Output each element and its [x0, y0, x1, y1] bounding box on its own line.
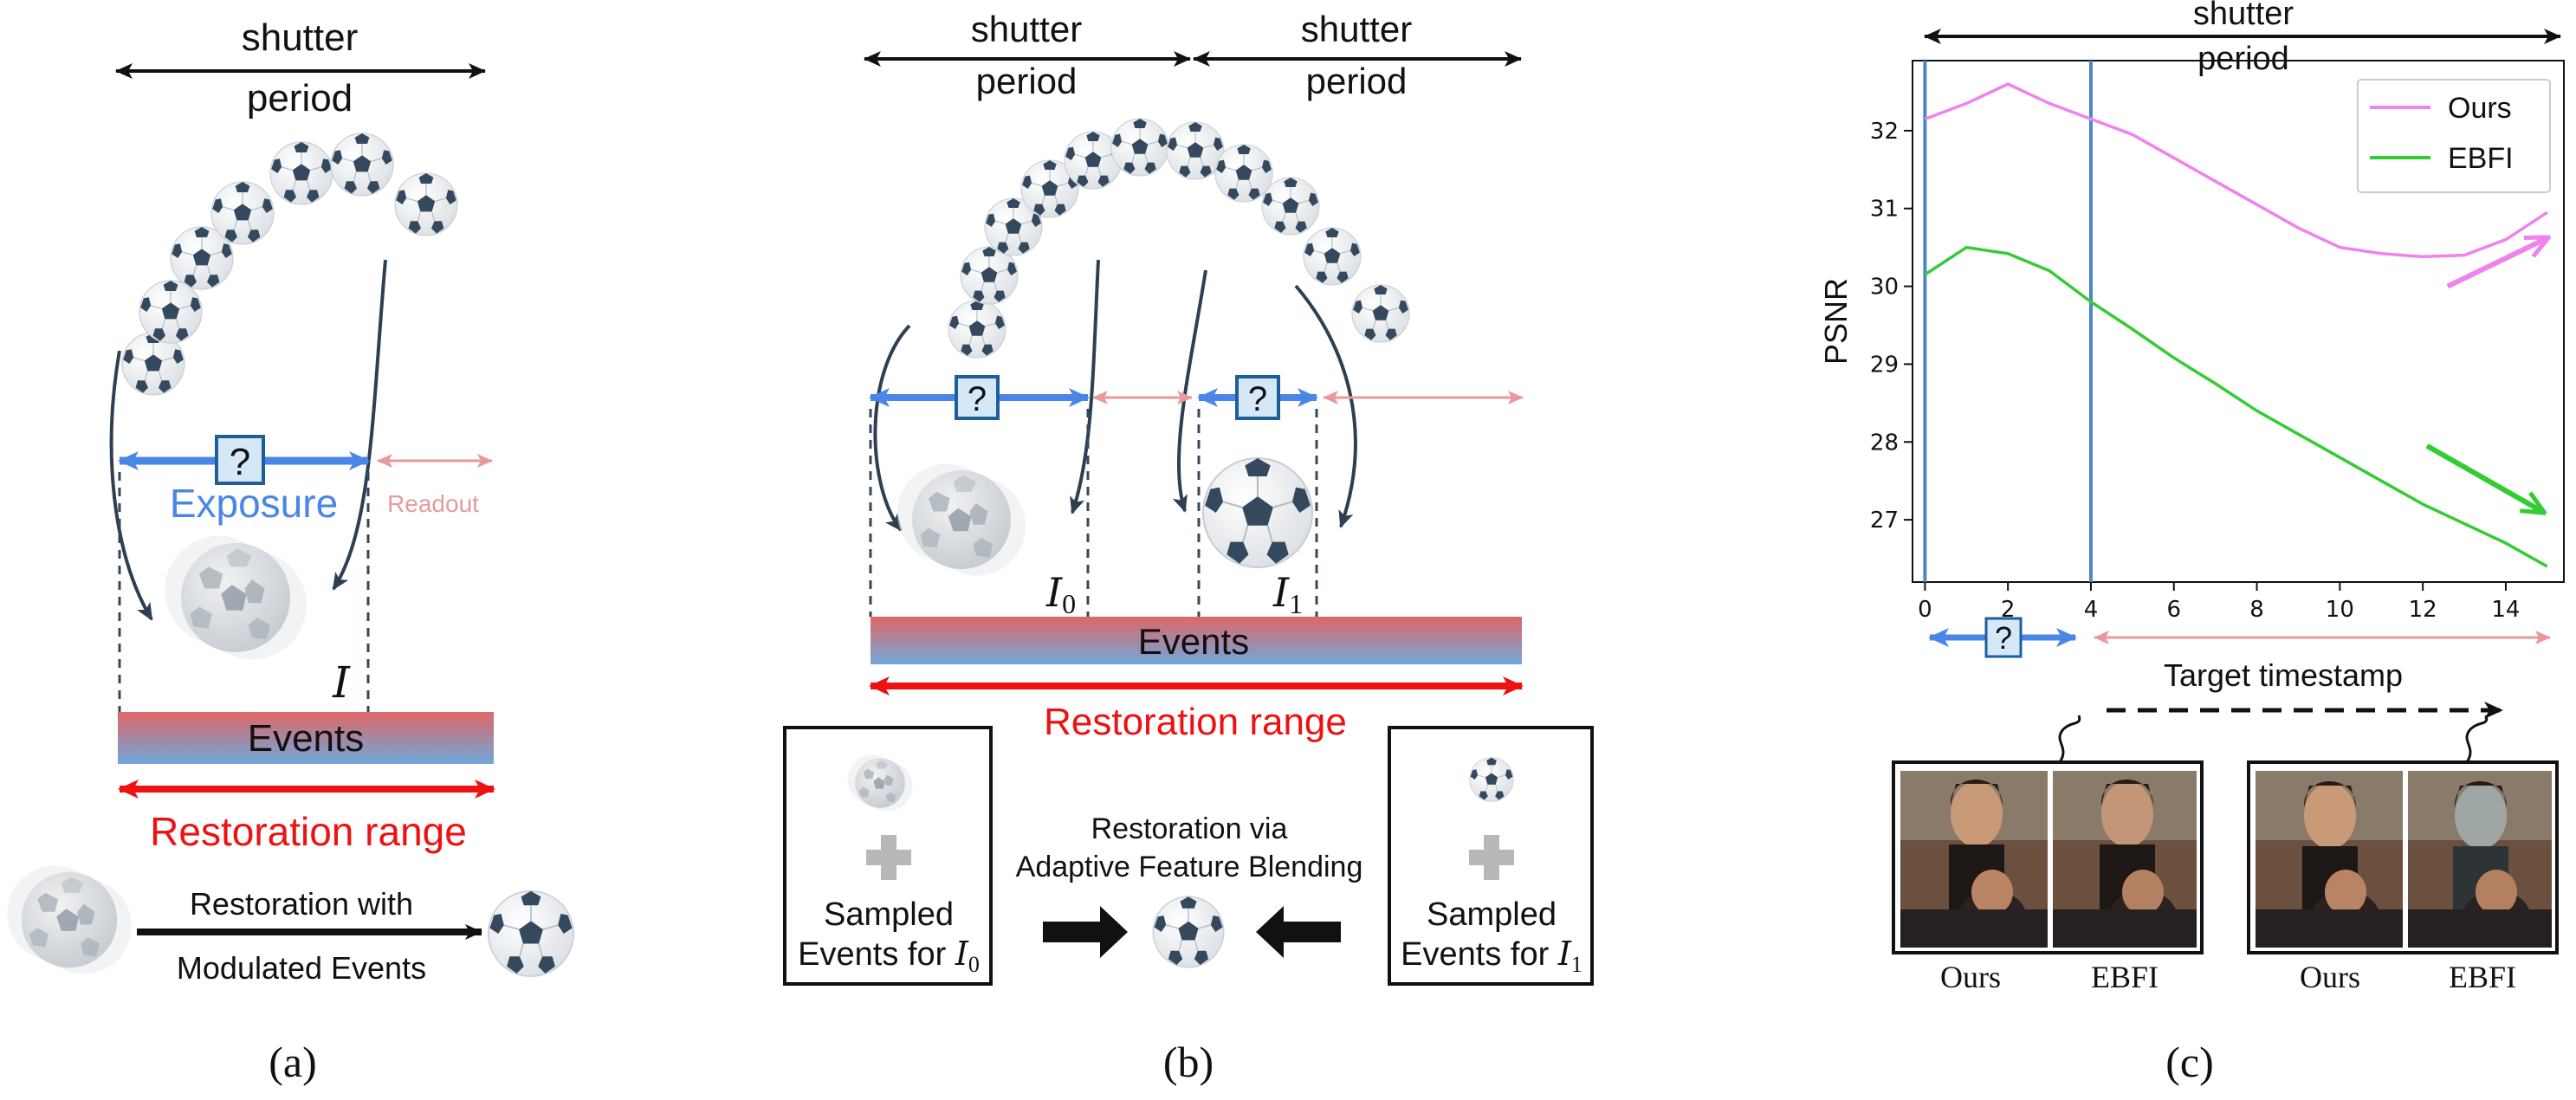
sampled-events-box-right: Sampled Events for I1	[1388, 726, 1594, 986]
shutter-label-c-line1: shutter	[2193, 0, 2294, 32]
question-mark-c: ?	[1995, 620, 2012, 656]
pointer-left	[2058, 715, 2081, 763]
x-tick-label: 10	[2326, 597, 2354, 623]
capture-arrow-b3	[1172, 269, 1207, 513]
y-tick-label: 29	[1870, 352, 1899, 378]
panel-c: shutter period 0 2 4 6 8 10 12 14 27 28 29 30 31 32PS…	[1818, 0, 2565, 1086]
events-label: Events	[248, 717, 365, 760]
capture-arrow-left	[109, 350, 153, 621]
restoration-range-label-b: Restoration range	[1044, 701, 1347, 743]
thumb-label-ebfi-2: EBFI	[2449, 960, 2516, 994]
capture-arrow-right	[332, 259, 387, 591]
question-mark-left: ?	[968, 380, 987, 418]
restored-ball	[1152, 896, 1225, 968]
shutter-left-line1: shutter	[971, 9, 1082, 49]
frame-label-i1: I1	[1272, 569, 1303, 619]
question-box-c	[1984, 617, 2023, 658]
panel-a-caption: (a)	[269, 1038, 317, 1086]
trend-arrow-ours	[2446, 238, 2547, 289]
capture-arrow-b1	[873, 324, 911, 532]
thumb-ours-2	[2256, 771, 2403, 948]
blend-arrow-left	[1043, 906, 1128, 958]
sharp-frame-i1	[1201, 456, 1314, 569]
y-tick-label: 32	[1870, 119, 1899, 145]
exposure-label: Exposure	[170, 481, 338, 526]
plus-icon	[866, 835, 911, 880]
events-label-b: Events	[1138, 621, 1249, 662]
question-box	[215, 435, 265, 485]
y-tick-label: 31	[1870, 197, 1899, 223]
frame-label-i0: I0	[1045, 569, 1076, 619]
x-tick-label: 8	[2249, 597, 2264, 623]
x-tick-label: 4	[2084, 597, 2099, 623]
y-axis-label: PSNR	[1818, 278, 1854, 365]
restoration-label-line1: Restoration with	[190, 886, 413, 922]
legend-label: Ours	[2448, 92, 2512, 125]
box-right-line1: Sampled	[1427, 896, 1557, 933]
shutter-right-line1: shutter	[1301, 9, 1412, 49]
ball-trajectory-b	[948, 118, 1410, 359]
shutter-left-line2: period	[976, 61, 1078, 101]
question-box-left	[955, 375, 1000, 420]
input-blurred-ball	[7, 865, 132, 974]
panel-b: shutter period shutter period ? ?	[783, 9, 1594, 1086]
y-tick-label: 27	[1870, 508, 1899, 534]
events-bar-b	[871, 617, 1522, 664]
box-left-line2: Events for I0	[798, 935, 980, 977]
box-right-line2: Events for I1	[1401, 935, 1582, 977]
thumb-label-ours-1: Ours	[1940, 960, 2001, 994]
plus-icon	[1469, 835, 1514, 880]
panel-a: shutter period ? Exposure Readout I Even…	[7, 16, 575, 1086]
output-sharp-ball	[487, 890, 575, 978]
x-tick-label: 14	[2491, 597, 2520, 623]
frame-label-i: I	[332, 657, 351, 708]
thumb-label-ours-2: Ours	[2300, 960, 2360, 994]
restoration-label-line2: Modulated Events	[177, 950, 426, 986]
thumbnail-group-right	[2247, 760, 2559, 954]
blend-label-line1: Restoration via	[1091, 812, 1288, 845]
series-line-ours	[1924, 82, 2548, 259]
blurred-frame-i	[165, 535, 307, 660]
readout-label: Readout	[387, 490, 479, 517]
thumb-ebfi-1	[2053, 771, 2197, 948]
x-tick-label: 12	[2409, 597, 2437, 623]
question-mark-right: ?	[1248, 380, 1267, 418]
trend-arrow-ebfi	[2425, 443, 2543, 512]
shutter-label-line2: period	[247, 77, 353, 120]
blend-arrow-right	[1256, 906, 1341, 958]
capture-arrow-b2	[1070, 259, 1100, 514]
blend-label-line2: Adaptive Feature Blending	[1016, 851, 1363, 883]
shutter-label-line1: shutter	[242, 16, 359, 59]
thumb-label-ebfi-1: EBFI	[2091, 960, 2159, 994]
box-left-line1: Sampled	[824, 896, 954, 933]
y-tick-label: 28	[1870, 430, 1899, 456]
y-tick-label: 30	[1870, 275, 1899, 301]
shutter-label-c-line2: period	[2197, 41, 2289, 77]
events-bar	[118, 712, 494, 764]
x-tick-label: 0	[1918, 597, 1932, 623]
question-box-right	[1235, 375, 1280, 420]
pointer-right	[2465, 715, 2489, 763]
panel-b-caption: (b)	[1163, 1038, 1214, 1086]
ball-trajectory	[121, 133, 458, 396]
panel-c-caption: (c)	[2165, 1038, 2214, 1086]
thumbnail-group-left	[1892, 760, 2204, 954]
target-timestamp-label: Target timestamp	[2164, 657, 2403, 693]
legend-label: EBFI	[2448, 142, 2514, 175]
x-tick-label: 6	[2166, 597, 2181, 623]
thumb-ours-1	[1900, 771, 2048, 948]
question-mark: ?	[230, 441, 250, 483]
sampled-events-box-left: Sampled Events for I0	[783, 726, 993, 986]
blurred-frame-i0	[896, 463, 1026, 576]
plot-frame	[1912, 60, 2565, 583]
x-tick-label: 2	[2001, 597, 2016, 623]
series-line-ebfi	[1924, 245, 2548, 568]
thumb-ebfi-2	[2408, 771, 2552, 948]
shutter-right-line2: period	[1306, 61, 1408, 101]
restoration-range-label: Restoration range	[150, 809, 467, 854]
